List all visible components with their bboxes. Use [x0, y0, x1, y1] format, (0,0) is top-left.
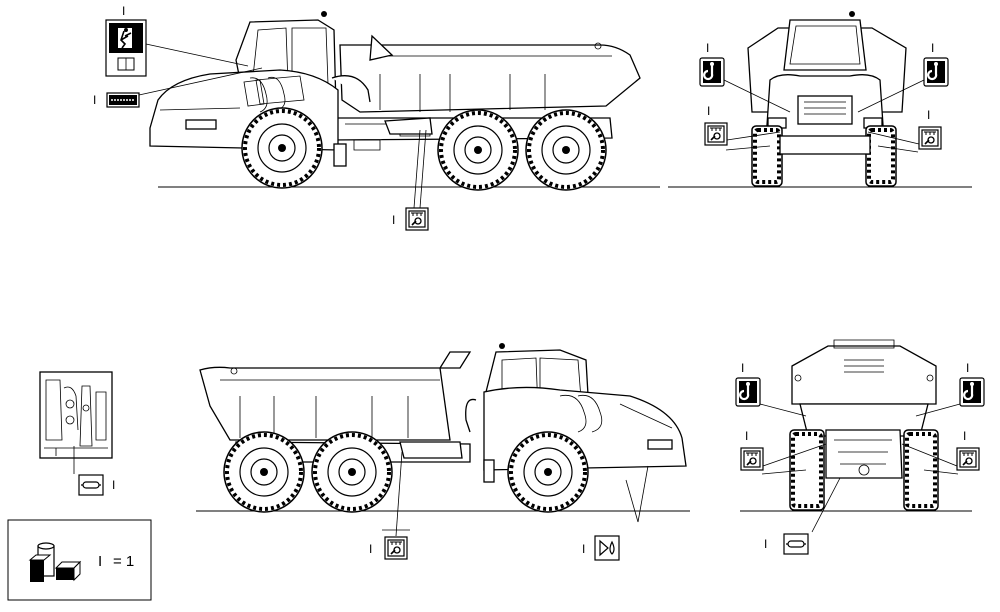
tie-down-rear-left-decal	[740, 447, 764, 471]
cab-exit-decal	[105, 19, 147, 77]
quantity-legend	[7, 519, 152, 601]
cab-exit-qty: I	[122, 4, 125, 18]
tie-down-front-right-qty: I	[927, 108, 930, 122]
engine-bay-detail	[39, 371, 113, 459]
tie-down-rear-side-qty: I	[369, 542, 372, 556]
lift-hook-front-left-decal	[698, 56, 726, 88]
tie-down-front-right-decal	[918, 126, 942, 150]
warning-strip-qty: I	[93, 93, 96, 107]
warning-strip-decal	[106, 92, 140, 108]
lift-hook-rear-left-decal	[734, 376, 762, 408]
lift-hook-front-right-qty: I	[931, 41, 934, 55]
tow-point-side-decal	[405, 207, 429, 231]
engine-bay-fuel-decal	[78, 474, 104, 496]
top-side-view	[149, 11, 660, 192]
tow-point-side-qty: I	[392, 213, 395, 227]
rear-hitch-qty: I	[764, 537, 767, 551]
fuel-tank-qty: I	[582, 542, 585, 556]
legend-equals: = 1	[113, 553, 134, 570]
lift-hook-rear-right-qty: I	[966, 361, 969, 375]
tie-down-rear-left-qty: I	[745, 429, 748, 443]
engine-bay-detail-qty: I	[112, 478, 115, 492]
bottom-side-view	[196, 343, 690, 514]
tie-down-rear-side-decal	[384, 536, 408, 560]
lift-hook-front-right-decal	[922, 56, 950, 88]
tie-down-rear-right-decal	[956, 447, 980, 471]
lift-hook-front-left-qty: I	[706, 41, 709, 55]
fuel-tank-decal	[594, 535, 620, 561]
tie-down-front-left-decal	[704, 122, 728, 146]
rear-hitch-fuel-decal	[783, 533, 809, 555]
lift-hook-rear-left-qty: I	[741, 361, 744, 375]
legend-symbol: I	[98, 553, 102, 570]
tie-down-rear-right-qty: I	[963, 429, 966, 443]
lift-hook-rear-right-decal	[958, 376, 986, 408]
bottom-rear-view	[740, 339, 972, 512]
top-front-view	[668, 11, 972, 188]
tie-down-front-left-qty: I	[707, 104, 710, 118]
